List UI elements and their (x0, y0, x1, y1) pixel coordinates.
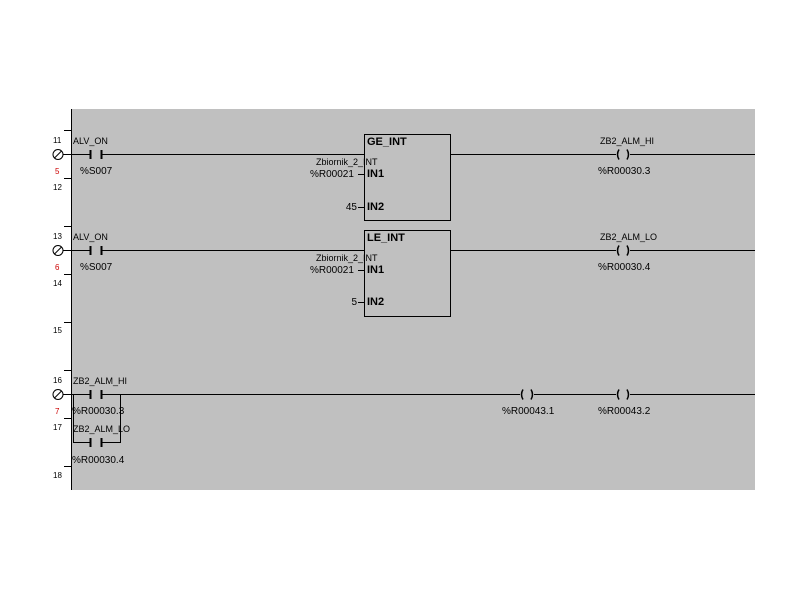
in1-address-label: %R00021 (310, 169, 354, 180)
coil-icon[interactable] (616, 245, 630, 256)
line-number: 13 (53, 232, 62, 241)
coil-name-label: ZB2_ALM_HI (600, 136, 655, 146)
rung-marker-icon[interactable] (52, 245, 71, 256)
rung-number: 6 (55, 263, 60, 272)
contact-name-label: ZB2_ALM_HI (73, 376, 128, 386)
function-block-title: GE_INT (367, 136, 407, 148)
coil-icon[interactable] (520, 389, 534, 400)
in1-variable-label: Zbiornik_2_INT (316, 157, 378, 167)
coil-name-label: ZB2_ALM_LO (600, 232, 658, 242)
in2-pin-label: IN2 (367, 201, 385, 213)
function-block-title: LE_INT (367, 232, 405, 244)
line-number: 12 (53, 183, 62, 192)
branch-contact-address-label: %R00030.4 (72, 455, 125, 466)
normally-open-contact-icon[interactable] (89, 246, 103, 255)
line-number: 17 (53, 423, 62, 432)
normally-open-contact-icon[interactable] (89, 390, 103, 399)
in1-pin-label: IN1 (367, 264, 385, 276)
rung-6[interactable] (52, 230, 755, 317)
in2-constant-label: 5 (351, 297, 357, 308)
function-block-icon[interactable] (364, 230, 451, 317)
rung-5[interactable] (52, 134, 755, 221)
in1-address-label: %R00021 (310, 265, 354, 276)
coil-address-label: %R00030.3 (598, 166, 651, 177)
in1-variable-label: Zbiornik_2_INT (316, 253, 378, 263)
in2-pin-label: IN2 (367, 296, 385, 308)
rung-marker-icon[interactable] (52, 389, 71, 400)
coil-icon[interactable] (616, 149, 630, 160)
parallel-branch[interactable] (73, 394, 121, 448)
coil-icon[interactable] (616, 389, 630, 400)
contact-address-label: %S007 (80, 262, 113, 273)
contact-name-label: ALV_ON (73, 136, 108, 146)
coil-address-label: %R00030.4 (598, 262, 651, 273)
line-number: 16 (53, 376, 62, 385)
rung-number: 7 (55, 407, 60, 416)
normally-open-contact-icon[interactable] (89, 438, 103, 447)
contact-address-label: %R00030.3 (72, 406, 125, 417)
line-number: 14 (53, 279, 62, 288)
rung-number: 5 (55, 167, 60, 176)
rung-marker-icon[interactable] (52, 149, 71, 160)
normally-open-contact-icon[interactable] (89, 150, 103, 159)
function-block-icon[interactable] (364, 134, 451, 221)
row-tick-marks (64, 130, 71, 467)
branch-contact-name-label: ZB2_ALM_LO (73, 424, 131, 434)
in2-constant-label: 45 (345, 202, 357, 213)
contact-address-label: %S007 (80, 166, 113, 177)
line-number: 15 (53, 326, 62, 335)
in1-pin-label: IN1 (367, 168, 385, 180)
coil-address-label: %R00043.1 (502, 406, 555, 417)
rung-7[interactable] (52, 389, 755, 448)
line-number: 18 (53, 471, 62, 480)
coil-address-label: %R00043.2 (598, 406, 651, 417)
contact-name-label: ALV_ON (73, 232, 108, 242)
line-number: 11 (53, 136, 62, 145)
